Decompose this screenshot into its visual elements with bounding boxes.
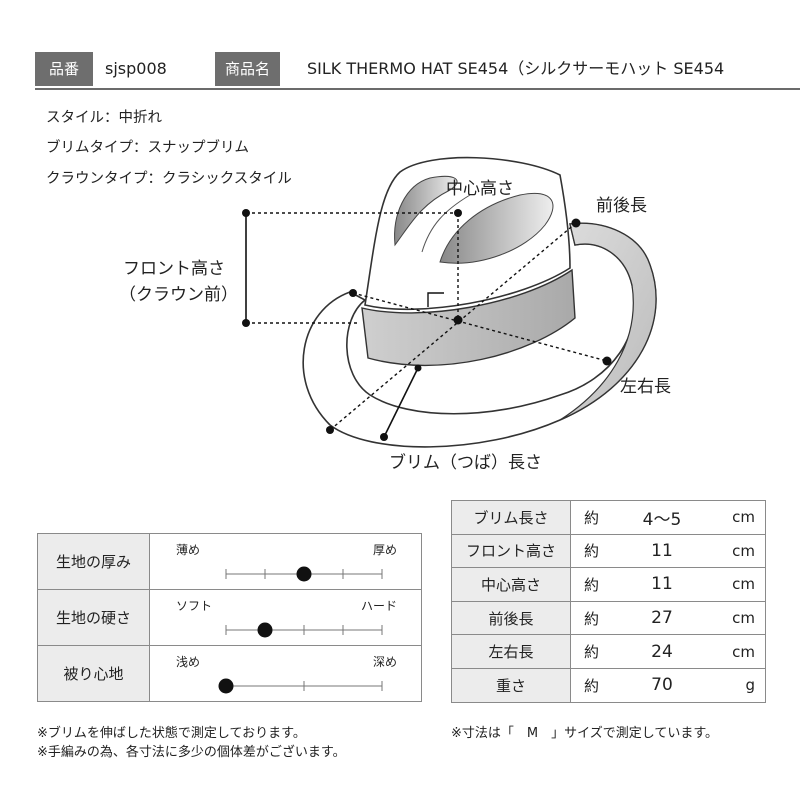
measure-row: 中心高さ 約 11 cm — [452, 568, 765, 602]
measure-row: フロント高さ 約 11 cm — [452, 534, 765, 569]
measurement-endpoints — [242, 209, 612, 441]
char-row-fit: 被り心地 浅め 深め — [38, 646, 421, 701]
crown-dent-front — [394, 175, 458, 247]
note-handmade: ※手編みの為、各寸法に多少の個体差がございます。 — [37, 745, 346, 760]
scale-marker — [296, 566, 312, 582]
measure-prefix: 約 — [584, 542, 600, 561]
product-name: SILK THERMO HAT SE454（シルクサーモハット SE454 — [307, 59, 725, 78]
crown-dent-center — [439, 193, 554, 264]
label-brim-length: ブリム（つば）長さ — [389, 453, 542, 473]
measure-value: 4～5 — [642, 509, 682, 530]
measure-unit: cm — [732, 642, 755, 661]
char-row-hardness: 生地の硬さ ソフト ハード — [38, 590, 421, 646]
measure-name: 前後長 — [452, 601, 571, 635]
measure-value: 11 — [651, 574, 673, 595]
measure-value: 27 — [651, 608, 673, 629]
measurements-table: ブリム長さ 約 4～5 cm フロント高さ 約 11 cm 中心高さ 約 11 … — [451, 500, 766, 703]
measure-row: 左右長 約 24 cm — [452, 635, 765, 669]
note-size: ※寸法は「 M 」サイズで測定しています。 — [451, 726, 719, 741]
label-front-height: フロント高さ — [123, 259, 225, 279]
measure-value: 70 — [651, 675, 673, 696]
char-min: 浅め — [176, 655, 201, 669]
item-number-label: 品番 — [35, 52, 93, 86]
char-name: 生地の厚み — [38, 534, 150, 589]
label-left-right: 左右長 — [620, 377, 671, 397]
measure-name: 中心高さ — [452, 568, 571, 601]
note-brim-measure: ※ブリムを伸ばした状態で測定しております。 — [37, 726, 306, 741]
measurement-lines — [246, 212, 608, 431]
label-front-back: 前後長 — [596, 196, 647, 216]
measure-prefix: 約 — [584, 508, 600, 527]
label-front-height-sub: （クラウン前） — [119, 285, 238, 305]
measure-name: 左右長 — [452, 635, 571, 668]
char-max: ハード — [360, 599, 397, 613]
scale-marker — [218, 678, 234, 694]
char-max: 深め — [372, 655, 397, 669]
measure-name: フロント高さ — [452, 534, 571, 568]
measure-prefix: 約 — [584, 575, 600, 594]
brim-length-line — [383, 367, 419, 438]
char-max: 厚め — [372, 543, 397, 557]
hat-brim-edge — [559, 222, 657, 421]
label-center-height: 中心高さ — [446, 179, 514, 199]
hat-measurement-diagram — [242, 156, 657, 448]
measure-unit: cm — [732, 508, 755, 527]
char-min: 薄め — [176, 543, 201, 557]
hat-band — [361, 268, 576, 367]
measure-name: 重さ — [452, 668, 571, 702]
measure-unit: g — [745, 676, 755, 695]
measure-row: 前後長 約 27 cm — [452, 601, 765, 636]
measure-prefix: 約 — [584, 643, 600, 662]
measure-value: 11 — [651, 540, 673, 561]
char-row-thickness: 生地の厚み 薄め 厚め — [38, 534, 421, 590]
measure-prefix: 約 — [584, 676, 600, 695]
spec-brim-type: ブリムタイプ：スナップブリム — [46, 140, 249, 156]
measure-unit: cm — [732, 609, 755, 628]
spec-style: スタイル：中折れ — [46, 110, 162, 126]
item-number: sjsp008 — [105, 59, 167, 78]
measure-name: ブリム長さ — [452, 501, 571, 534]
measure-row: ブリム長さ 約 4～5 cm — [452, 501, 765, 535]
measure-prefix: 約 — [584, 609, 600, 628]
measure-row: 重さ 約 70 g — [452, 668, 765, 702]
spec-crown-type: クラウンタイプ：クラシックスタイル — [46, 171, 292, 187]
right-angle-mark — [427, 292, 444, 307]
measure-unit: cm — [732, 575, 755, 594]
scale-marker — [257, 622, 273, 638]
char-name: 生地の硬さ — [38, 590, 150, 645]
char-min: ソフト — [176, 599, 213, 613]
product-header: 品番 sjsp008 商品名 SILK THERMO HAT SE454（シルク… — [35, 52, 800, 90]
char-scale — [225, 622, 383, 638]
char-scale — [218, 678, 383, 694]
product-name-label: 商品名 — [215, 52, 280, 86]
char-scale — [225, 566, 383, 582]
char-name: 被り心地 — [38, 646, 150, 701]
measure-unit: cm — [732, 541, 755, 560]
characteristics-table: 生地の厚み 薄め 厚め 生地の硬さ ソフト ハード 被り心地 浅め 深め — [37, 533, 422, 702]
measure-value: 24 — [651, 641, 673, 662]
